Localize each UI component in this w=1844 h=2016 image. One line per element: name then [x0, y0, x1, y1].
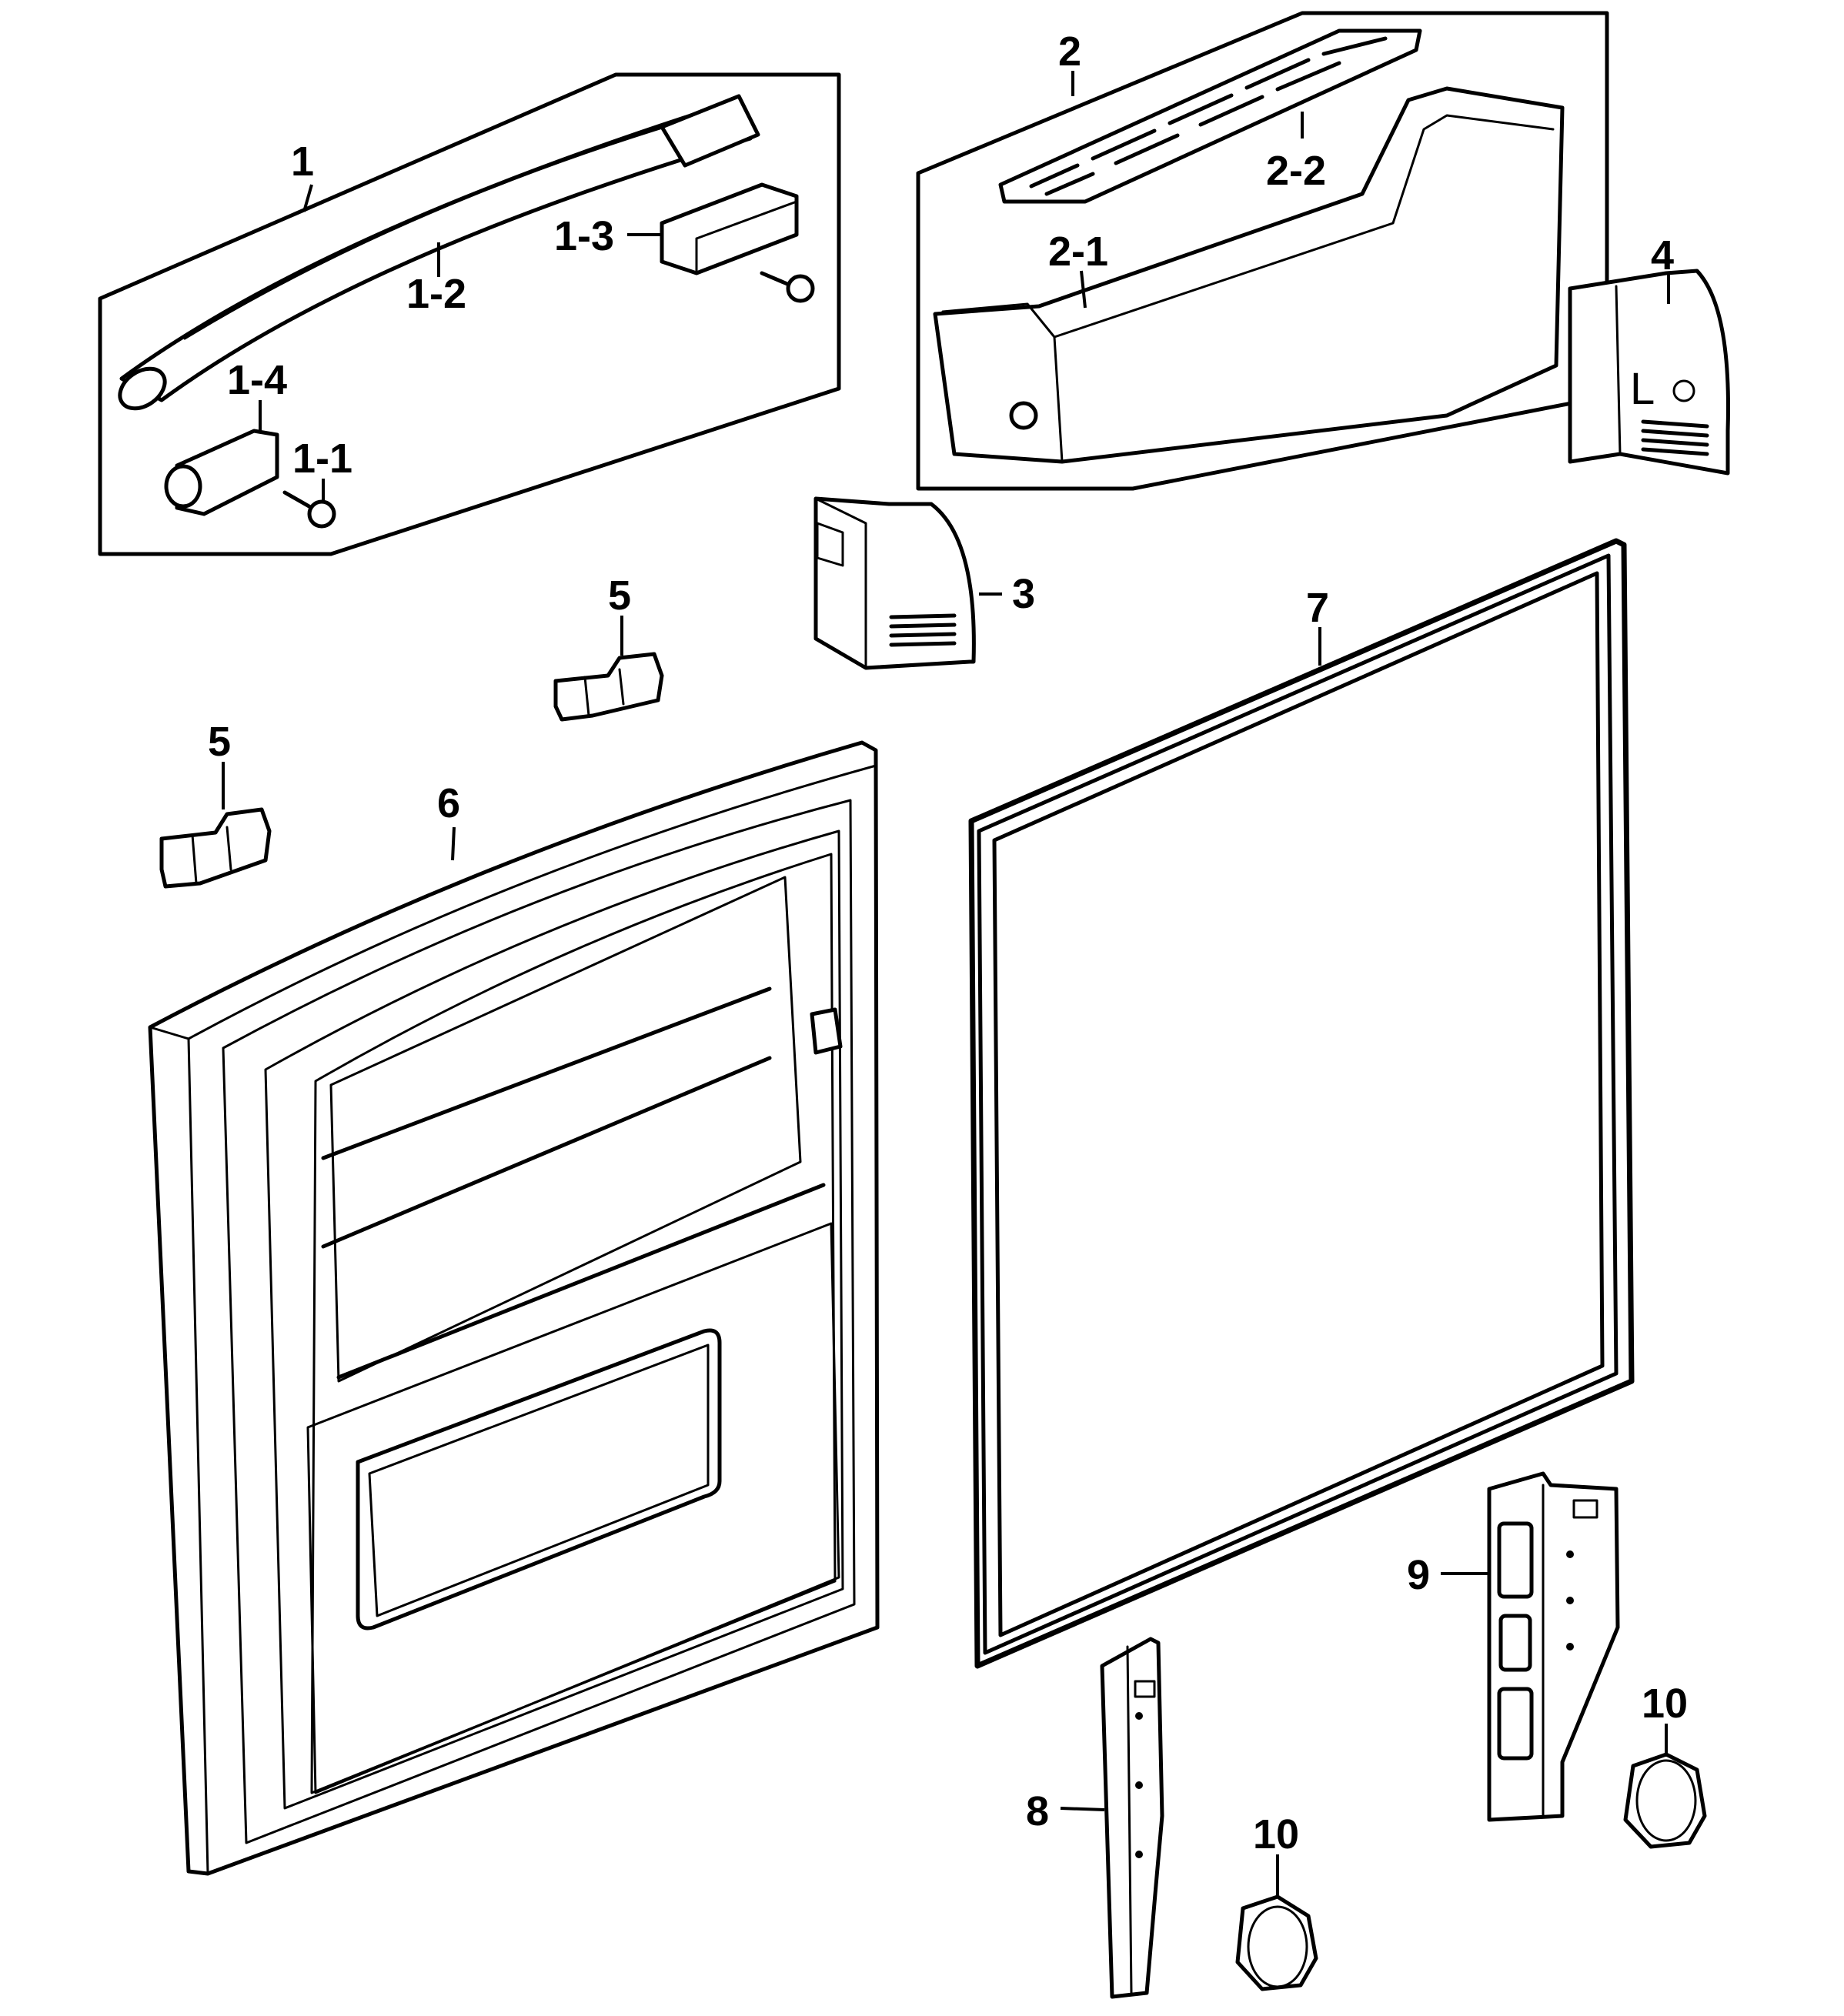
- part-5-hinge-upper: [553, 616, 664, 722]
- end-cap-upper-detail: [695, 200, 798, 275]
- door-frame-2: [264, 829, 844, 1810]
- end-cap-lower-round: [164, 464, 202, 509]
- handle-bar-inner: [183, 122, 679, 340]
- label-part-1-4: 1-4: [227, 357, 287, 403]
- handle-bar-end-left: [118, 366, 167, 411]
- door-side-edge: [187, 1037, 209, 1875]
- bracket-9-slot-1: [1497, 1521, 1534, 1599]
- cover-4-circle: [1672, 379, 1695, 402]
- bracket-8-body: [1100, 1637, 1164, 1999]
- leader-6: [451, 826, 456, 861]
- screw-lower-head: [307, 499, 336, 529]
- door-frame-1: [222, 799, 856, 1844]
- end-cap-lower: [175, 429, 279, 516]
- label-part-1: 1: [291, 139, 314, 185]
- label-part-9: 9: [1407, 1552, 1430, 1598]
- screw-lower-shaft: [282, 490, 314, 510]
- screw-upper-head: [786, 274, 815, 303]
- door-frame-3: [310, 853, 837, 1794]
- label-part-3: 3: [1012, 571, 1035, 617]
- door-window-inner: [368, 1343, 710, 1617]
- gasket-outer: [968, 538, 1635, 1669]
- leader-1: [302, 184, 313, 212]
- label-part-8: 8: [1026, 1788, 1049, 1834]
- part-9-bracket: [1441, 1471, 1620, 1822]
- bin-rim: [941, 114, 1555, 339]
- gasket-inner: [992, 571, 1605, 1637]
- label-part-6: 6: [437, 780, 460, 826]
- bin-knob: [1009, 401, 1038, 430]
- cover-4-vents: [1641, 419, 1709, 456]
- door-shelf-rail-1: [321, 986, 772, 1160]
- bracket-9-slot-2: [1498, 1614, 1532, 1672]
- leader-8: [1060, 1807, 1105, 1811]
- leader-2-1: [1080, 270, 1087, 309]
- handle-assembly-group: [98, 72, 841, 556]
- label-part-2-2: 2-2: [1266, 148, 1326, 194]
- end-cap-upper: [660, 182, 799, 275]
- label-part-5-lower: 5: [208, 719, 231, 765]
- part-7-gasket: [968, 538, 1635, 1669]
- door-bin-group: [916, 11, 1609, 491]
- label-part-4: 4: [1651, 232, 1674, 279]
- part-10-cap-lower: [1235, 1854, 1318, 1991]
- gasket-mid: [977, 553, 1619, 1655]
- part-4-cover: [1568, 269, 1730, 476]
- part-8-bracket: [1060, 1637, 1164, 1999]
- label-part-10-lower: 10: [1253, 1811, 1299, 1857]
- label-part-2-1: 2-1: [1048, 229, 1108, 275]
- handle-group-frame: [98, 72, 841, 556]
- cover-3-side: [814, 497, 867, 669]
- door-lower-frame: [306, 1222, 840, 1794]
- label-part-1-2: 1-2: [406, 271, 466, 317]
- part-3-cover: [813, 496, 1002, 670]
- door-top-edge: [149, 764, 877, 1040]
- label-part-10-upper: 10: [1642, 1681, 1688, 1727]
- bracket-9-slot-3: [1497, 1687, 1534, 1761]
- label-part-5-upper: 5: [608, 572, 631, 619]
- door-inner-panel: [329, 876, 802, 1383]
- door-shelf-rail-2: [321, 1056, 772, 1249]
- cover-3-vents: [889, 613, 957, 647]
- label-part-2: 2: [1058, 28, 1081, 75]
- door-window: [356, 1328, 722, 1630]
- cap-10-upper-body: [1623, 1752, 1707, 1849]
- label-part-1-3: 1-3: [554, 213, 614, 259]
- door-latch: [810, 1007, 843, 1055]
- label-part-1-1: 1-1: [292, 436, 352, 482]
- cover-3-tab: [816, 522, 844, 567]
- bin-cover-slots: [1029, 36, 1388, 196]
- label-part-7: 7: [1306, 585, 1329, 631]
- part-6-door: [148, 740, 880, 1876]
- cover-4-body: [1568, 269, 1730, 476]
- part-10-cap-upper: [1623, 1724, 1707, 1849]
- bin-front-edge: [1053, 335, 1064, 463]
- part-5-hinge-lower: [159, 762, 272, 889]
- door-shelf-rail-3: [336, 1183, 826, 1380]
- cover-4-letter-mark: L: [1630, 364, 1655, 414]
- handle-bar-end-right: [660, 94, 760, 168]
